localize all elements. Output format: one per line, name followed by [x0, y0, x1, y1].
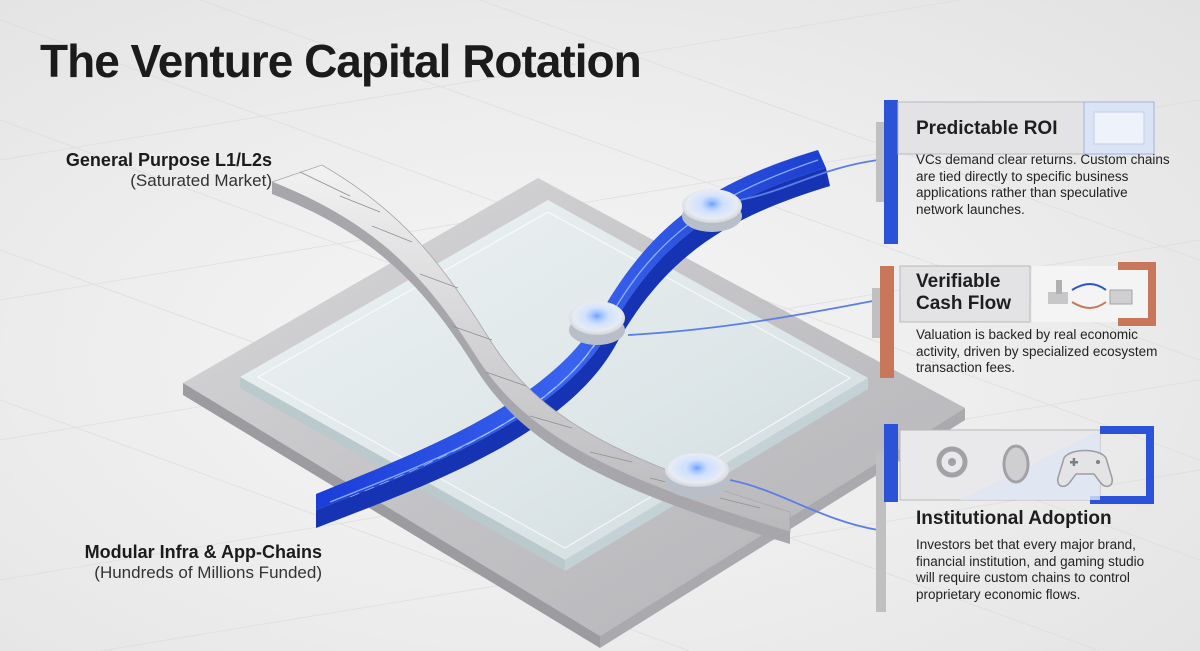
card-body-predictable-roi: VCs demand clear returns. Custom chains …: [916, 152, 1170, 217]
connector-wires: [627, 159, 879, 531]
node-institutional-adoption: [665, 453, 729, 498]
card-title-institutional-adoption: Institutional Adoption: [916, 508, 1112, 529]
card-predictable-roi: [876, 100, 1155, 244]
label-general-purpose: General Purpose L1/L2s (Saturated Market…: [40, 150, 272, 191]
game-controller-icon: [1056, 449, 1114, 488]
card-body-institutional-adoption: Investors bet that every major brand, fi…: [916, 537, 1145, 602]
label-modular-infra: Modular Infra & App-Chains (Hundreds of …: [30, 542, 322, 583]
card-title-verifiable-line1: Verifiable: [916, 271, 1001, 292]
label-general-purpose-sub: (Saturated Market): [130, 171, 272, 190]
page-title: The Venture Capital Rotation: [40, 35, 642, 87]
node-predictable-roi: [682, 189, 742, 232]
machine-icon: [1048, 280, 1068, 304]
card-body-verifiable-cash-flow: Valuation is backed by real economic act…: [916, 327, 1158, 375]
gear-icon: [936, 446, 968, 478]
silver-rail: [270, 164, 791, 544]
card-institutional-adoption: [876, 424, 1154, 612]
label-modular-infra-sub: (Hundreds of Millions Funded): [94, 563, 322, 582]
node-verifiable-cash-flow: [569, 301, 625, 345]
box-icon: [1109, 289, 1133, 305]
card-title-predictable-roi: Predictable ROI: [916, 118, 1058, 139]
label-general-purpose-main: General Purpose L1/L2s: [65, 150, 272, 170]
label-modular-infra-main: Modular Infra & App-Chains: [84, 542, 322, 562]
card-title-verifiable-line2: Cash Flow: [916, 293, 1012, 314]
card-verifiable-cash-flow: [872, 262, 1156, 378]
device-icon: [1002, 444, 1030, 484]
